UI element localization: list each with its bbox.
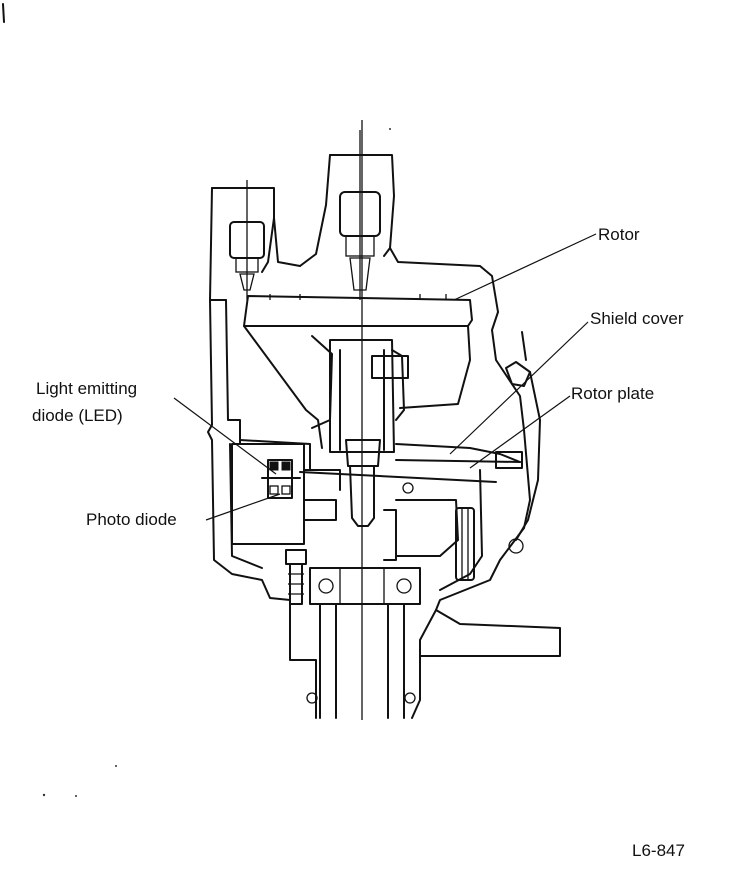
speck [115, 765, 117, 767]
rotor-plate-leader-line [469, 395, 571, 469]
shield-cover-label: Shield cover [590, 309, 684, 328]
rotor-leader-line [453, 233, 597, 301]
distributor-shaft [319, 120, 405, 720]
edge-mark [2, 3, 5, 23]
rotor-label: Rotor [598, 225, 640, 244]
figure-code: L6-847 [632, 841, 685, 860]
rotor-assembly [243, 294, 473, 449]
optical-sensor-unit [231, 443, 341, 545]
speck [389, 128, 391, 130]
led-leader-line [173, 397, 277, 475]
rotor-plate-and-shield [239, 439, 523, 494]
distributor-cap-towers [209, 130, 499, 313]
speck [75, 795, 77, 797]
led-label-line1: Light emitting [36, 379, 138, 398]
shield-cover-leader-line [449, 321, 589, 455]
led-label-line2: diode (LED) [32, 406, 123, 425]
photo-diode-label: Photo diode [86, 510, 177, 529]
right-bracket-and-screw [383, 331, 541, 581]
photo-diode-leader-line [205, 493, 281, 521]
speck [42, 793, 46, 797]
distributor-housing [207, 299, 561, 719]
rotor-plate-label: Rotor plate [571, 384, 655, 403]
bearings [285, 549, 421, 704]
